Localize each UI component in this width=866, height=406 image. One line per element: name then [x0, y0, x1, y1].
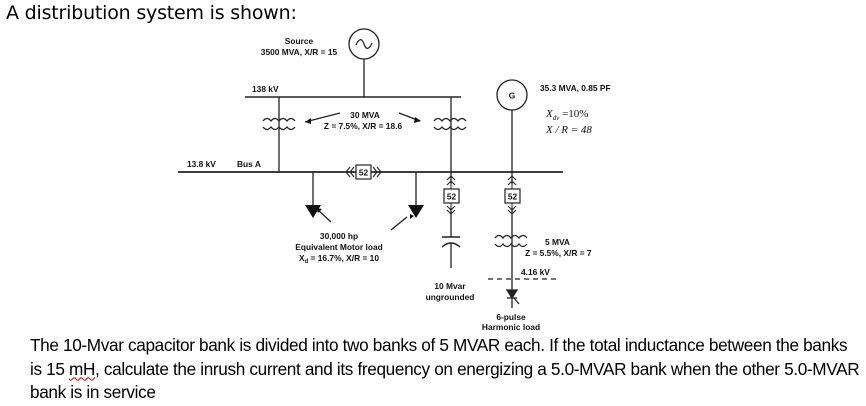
question-part-1: The 10-Mvar capacitor bank is divided in… [30, 335, 848, 379]
generator-breaker-52[interactable]: 52 [504, 175, 521, 215]
motor-load-right-icon [408, 205, 424, 218]
motor-load-desc: Equivalent Motor load [295, 242, 382, 252]
tie-breaker-52[interactable]: 52 [345, 164, 382, 180]
capacitor-grounding: ungrounded [426, 292, 475, 302]
generator-rating: 35.3 MVA, 0.85 PF [540, 83, 611, 93]
motor-load-impedance: Xd = 16.7%, X/R = 10 [299, 253, 379, 265]
capacitor-rating: 10 Mvar [434, 281, 466, 291]
hv-bus-voltage: 138 kV [252, 84, 279, 94]
generator-symbol: G [509, 91, 516, 101]
harmonic-transformer-rating: 5 MVA [545, 237, 570, 247]
source-label: Source [285, 36, 314, 46]
bus-a-name: Bus A [237, 159, 261, 169]
harmonic-load-thyristor-icon [505, 289, 520, 308]
generator-breaker-label: 52 [508, 192, 518, 202]
secondary-voltage: 4.16 kV [521, 267, 550, 277]
transformer-impedance: Z = 7.5%, X/R = 18.6 [324, 121, 403, 131]
bus-a-voltage: 13.8 kV [187, 159, 216, 169]
generator-xdv: Xdv =10% [545, 108, 588, 122]
harmonic-load-type: 6-pulse [496, 312, 526, 322]
motor-load-hp: 30,000 hp [320, 231, 358, 241]
intro-heading: A distribution system is shown: [6, 2, 297, 24]
harmonic-transformer-impedance: Z = 5.5%, X/R = 7 [525, 248, 592, 258]
spellcheck-flagged-word[interactable]: mH [68, 358, 96, 379]
transformer-rating: 30 MVA [350, 110, 380, 120]
transformer-left-icon [262, 117, 296, 131]
transformer-right-icon [433, 117, 467, 131]
harmonic-load-label: Harmonic load [482, 322, 540, 332]
generator-xr: X / R = 48 [545, 124, 592, 136]
capacitor-breaker-label: 52 [447, 192, 457, 202]
source-rating: 3500 MVA, X/R = 15 [261, 47, 338, 57]
question-part-2: , calculate the inrush current and its f… [30, 358, 860, 403]
transformer-harmonic-icon [494, 234, 528, 248]
question-text: The 10-Mvar capacitor bank is divided in… [30, 334, 860, 405]
tie-breaker-label: 52 [359, 168, 369, 178]
capacitor-breaker-52[interactable]: 52 [443, 175, 460, 215]
